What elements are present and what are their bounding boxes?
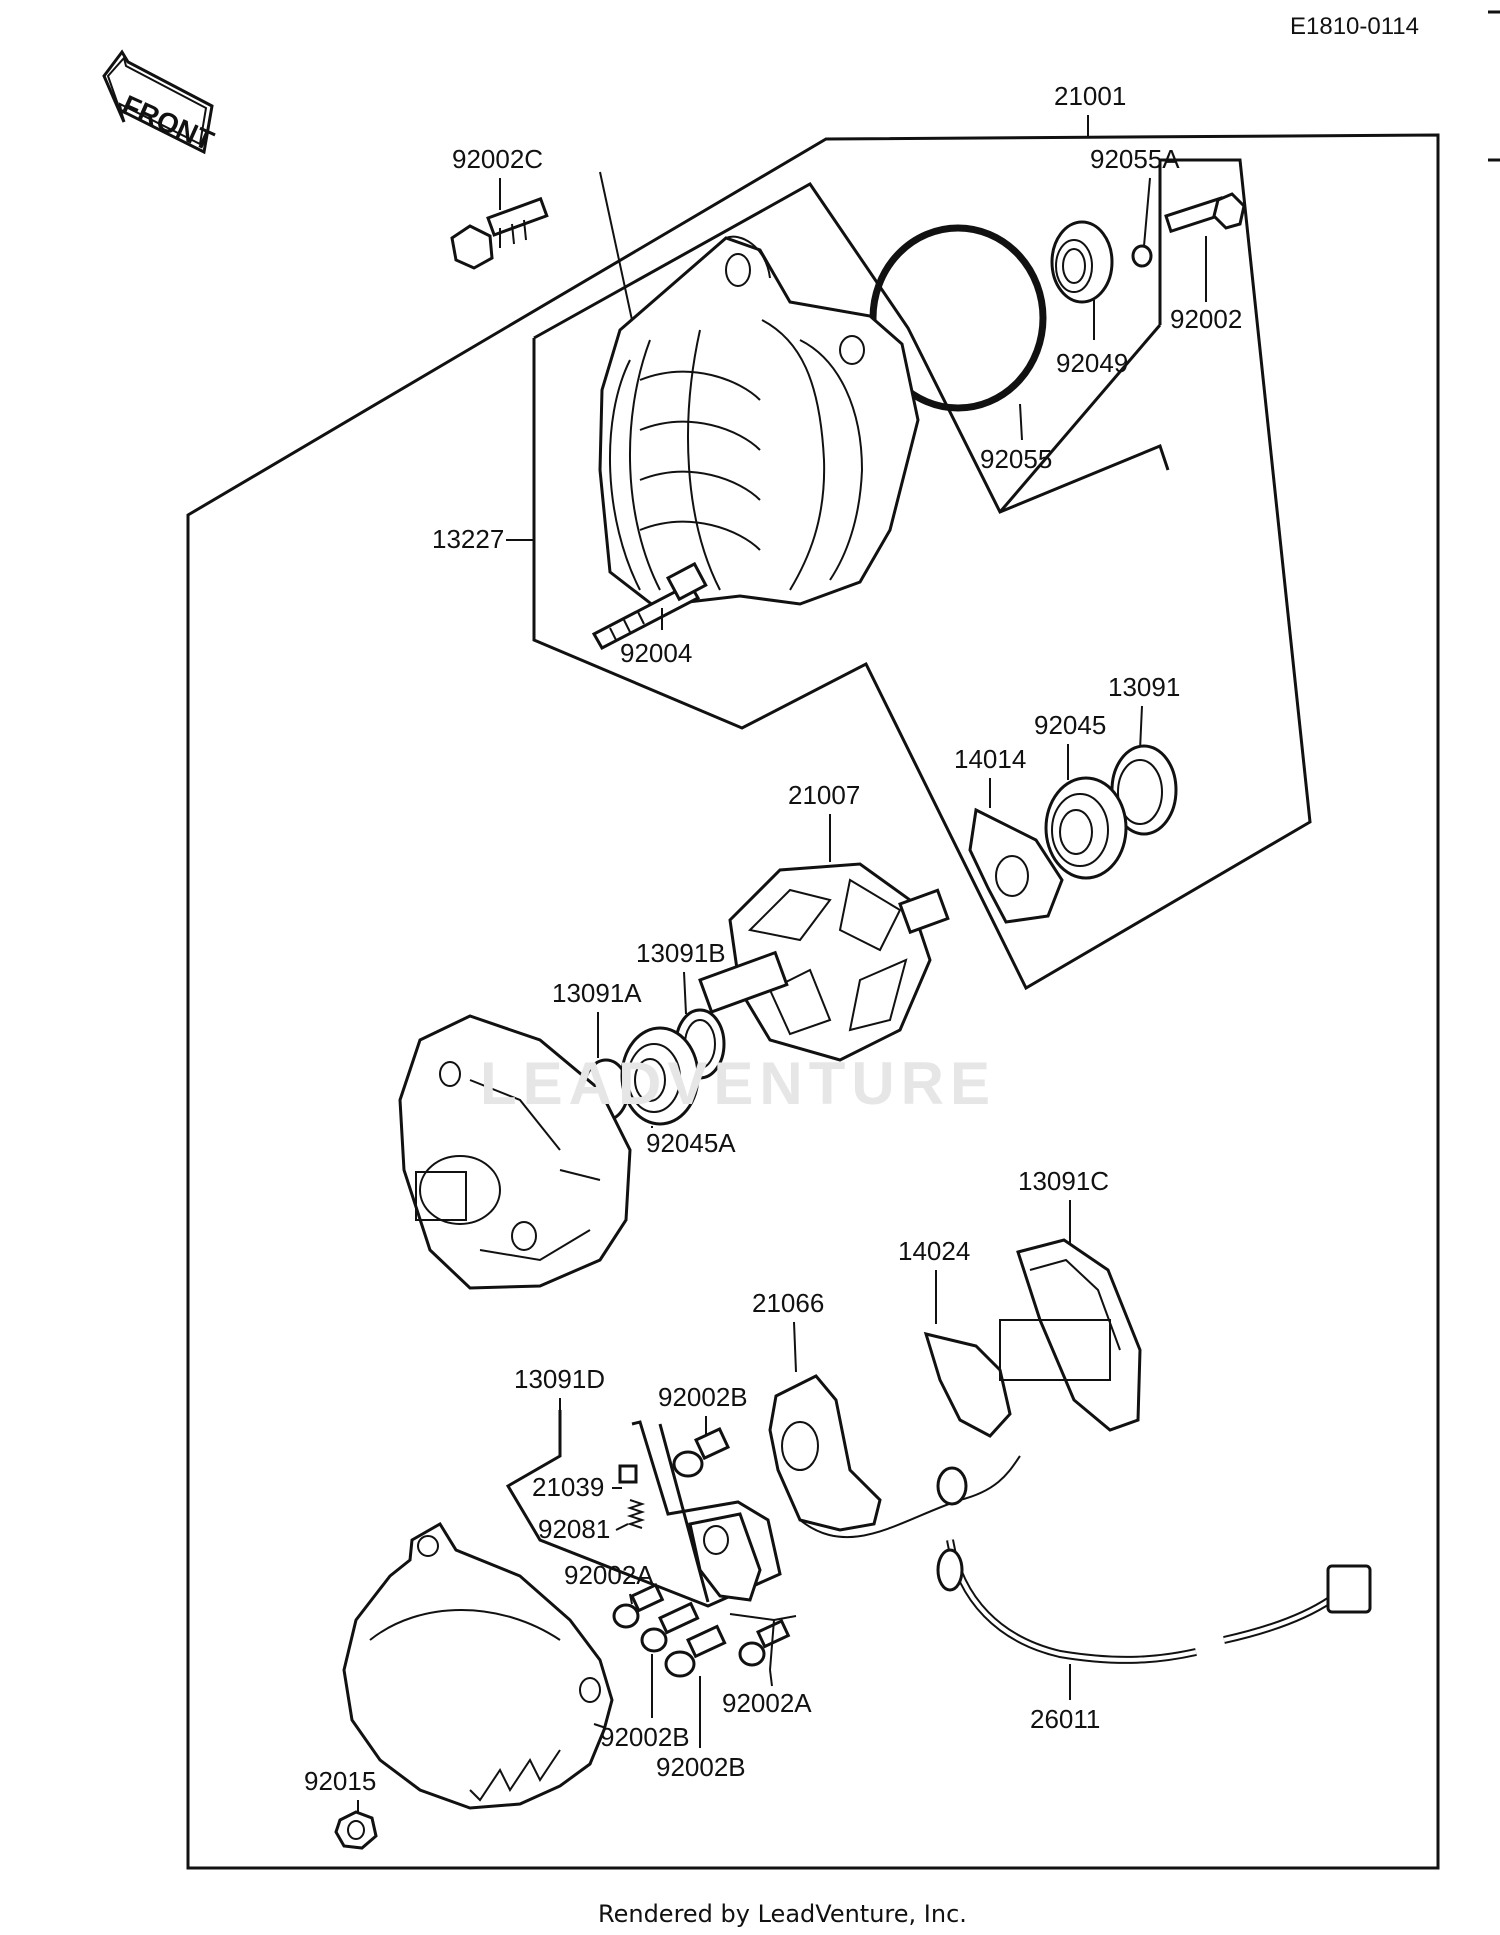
- nut-92015: [334, 1810, 378, 1850]
- rotor-21007: [698, 862, 950, 1062]
- bolt-92002: [1164, 192, 1246, 234]
- brush-holder-21066: [768, 1374, 882, 1532]
- cover-13091C: [1016, 1238, 1142, 1432]
- regulator-14024: [923, 1319, 1111, 1438]
- bolt-92002B-top: [672, 1427, 731, 1478]
- bearing-92049: [1050, 220, 1114, 304]
- label-92081: 92081: [538, 1514, 610, 1544]
- stator-subframe-top: [533, 182, 1170, 514]
- label-92004: 92004: [620, 638, 692, 668]
- front-housing: [398, 1014, 632, 1290]
- brush-holder-box: [688, 1512, 762, 1602]
- label-26011: 26011: [1030, 1704, 1100, 1734]
- label-92049: 92049: [1056, 348, 1128, 378]
- label-21001: 21001: [1054, 81, 1126, 111]
- bolt-92002A-left: [612, 1583, 665, 1629]
- label-92002C: 92002C: [452, 144, 543, 174]
- footer-credit: Rendered by LeadVenture, Inc.: [598, 1900, 967, 1928]
- label-13227: 13227: [432, 524, 504, 554]
- label-13091B: 13091B: [636, 938, 726, 968]
- brush-21039: [618, 1464, 638, 1484]
- label-92002A-left: 92002A: [564, 1560, 654, 1590]
- label-21039: 21039: [532, 1472, 604, 1502]
- label-14014: 14014: [954, 744, 1026, 774]
- label-92045A: 92045A: [646, 1128, 736, 1158]
- bearing-92045: [1044, 776, 1128, 880]
- label-13091D: 13091D: [514, 1364, 605, 1394]
- bearing-92045A: [620, 1026, 700, 1126]
- assembly-frame: [186, 133, 1440, 1870]
- label-92015: 92015: [304, 1766, 376, 1796]
- front-arrow-icon: FRONT: [102, 49, 218, 157]
- label-92002B-left: 92002B: [600, 1722, 690, 1752]
- bolt-92002B-mid: [640, 1601, 700, 1653]
- label-92045: 92045: [1034, 710, 1106, 740]
- stator-housing-13227: [598, 235, 920, 608]
- label-92002A-right: 92002A: [722, 1688, 812, 1718]
- diagram-code: E1810-0114: [1290, 13, 1419, 40]
- label-21007: 21007: [788, 780, 860, 810]
- stud-92004: [591, 561, 708, 650]
- bolt-92002B-low: [664, 1624, 727, 1678]
- label-21066: 21066: [752, 1288, 824, 1318]
- rear-cover: [342, 1521, 614, 1810]
- spring-92081: [626, 1499, 646, 1529]
- wiring-harness-26011: [799, 1455, 1372, 1664]
- bolt-92002C: [450, 196, 549, 270]
- watermark: LEADVENTURE: [480, 1050, 996, 1117]
- label-92002B-top: 92002B: [658, 1382, 748, 1412]
- stator-subframe-diag: [998, 324, 1162, 513]
- label-14024: 14024: [898, 1236, 970, 1266]
- stator-subframe: [532, 158, 1312, 991]
- label-13091C: 13091C: [1018, 1166, 1109, 1196]
- label-92002B-bottom: 92002B: [656, 1752, 746, 1782]
- label-92055A: 92055A: [1090, 144, 1180, 174]
- circlip-92055A: [1131, 244, 1153, 268]
- label-92055: 92055: [980, 444, 1052, 474]
- label-92002: 92002: [1170, 304, 1242, 334]
- plate-14014: [968, 807, 1064, 924]
- label-13091: 13091: [1108, 672, 1180, 702]
- brush-subframe: [505, 1410, 782, 1608]
- bolt-92002A-right: [738, 1619, 791, 1667]
- label-13091A: 13091A: [552, 978, 642, 1008]
